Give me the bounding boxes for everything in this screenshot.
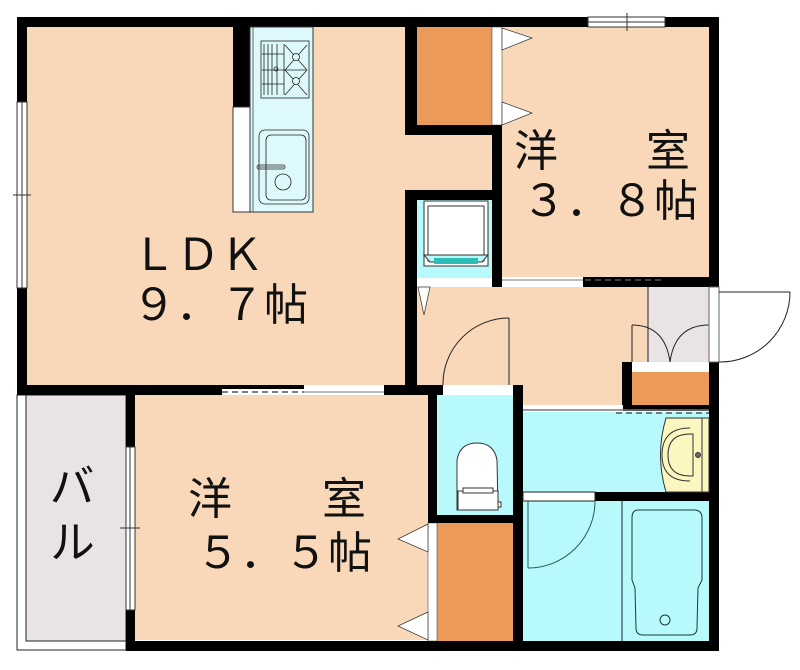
- entry-floor: [648, 287, 710, 362]
- kitchen-sink-icon: [256, 129, 310, 205]
- ldk-room-size: ９．７帖: [132, 280, 308, 331]
- ldk-room-name: ＬＤＫ: [132, 230, 264, 281]
- entrance-door: [708, 286, 791, 363]
- balcony-label: バル: [42, 462, 96, 574]
- bathtub-icon: [631, 509, 703, 636]
- kitchen-stove-icon: [260, 40, 310, 99]
- toilet-door: [442, 317, 513, 395]
- closet-north: [417, 27, 492, 125]
- bedroom-south-floor: [135, 395, 430, 640]
- bedroom-south-size: ５．５帖: [196, 528, 372, 579]
- bedroom-north-name-left: 洋: [514, 126, 558, 177]
- washer-niche-opening: [417, 278, 492, 316]
- bedroom-north-floor: [495, 27, 710, 282]
- sliding-door-ldk-bedroom: [222, 385, 384, 395]
- bedroom-south-name-left: 洋: [188, 474, 232, 525]
- shoe-closet-doors: [631, 287, 710, 372]
- sliding-door-washroom: [523, 405, 709, 414]
- closet-south: [437, 523, 514, 641]
- washing-machine-pan-icon: [422, 200, 490, 267]
- walls: [17, 17, 719, 651]
- washbasin-icon: [660, 417, 710, 493]
- sliding-door-bedroom-north: [502, 277, 663, 287]
- closet-north-doors: [491, 26, 534, 126]
- shoe-closet: [632, 372, 710, 405]
- bath-area-floor: [523, 500, 710, 641]
- bedroom-north-size: ３．８帖: [522, 176, 698, 227]
- ldk-floor: [27, 27, 412, 387]
- corridor-floor: [405, 125, 500, 200]
- windows: [13, 13, 666, 611]
- closet-south-doors: [397, 522, 438, 642]
- toilet-icon: [456, 442, 502, 511]
- balcony-floor: [25, 394, 127, 642]
- bedroom-north-name-right: 室: [646, 126, 690, 177]
- bath-door: [522, 491, 623, 641]
- bedroom-south-name-right: 室: [322, 474, 366, 525]
